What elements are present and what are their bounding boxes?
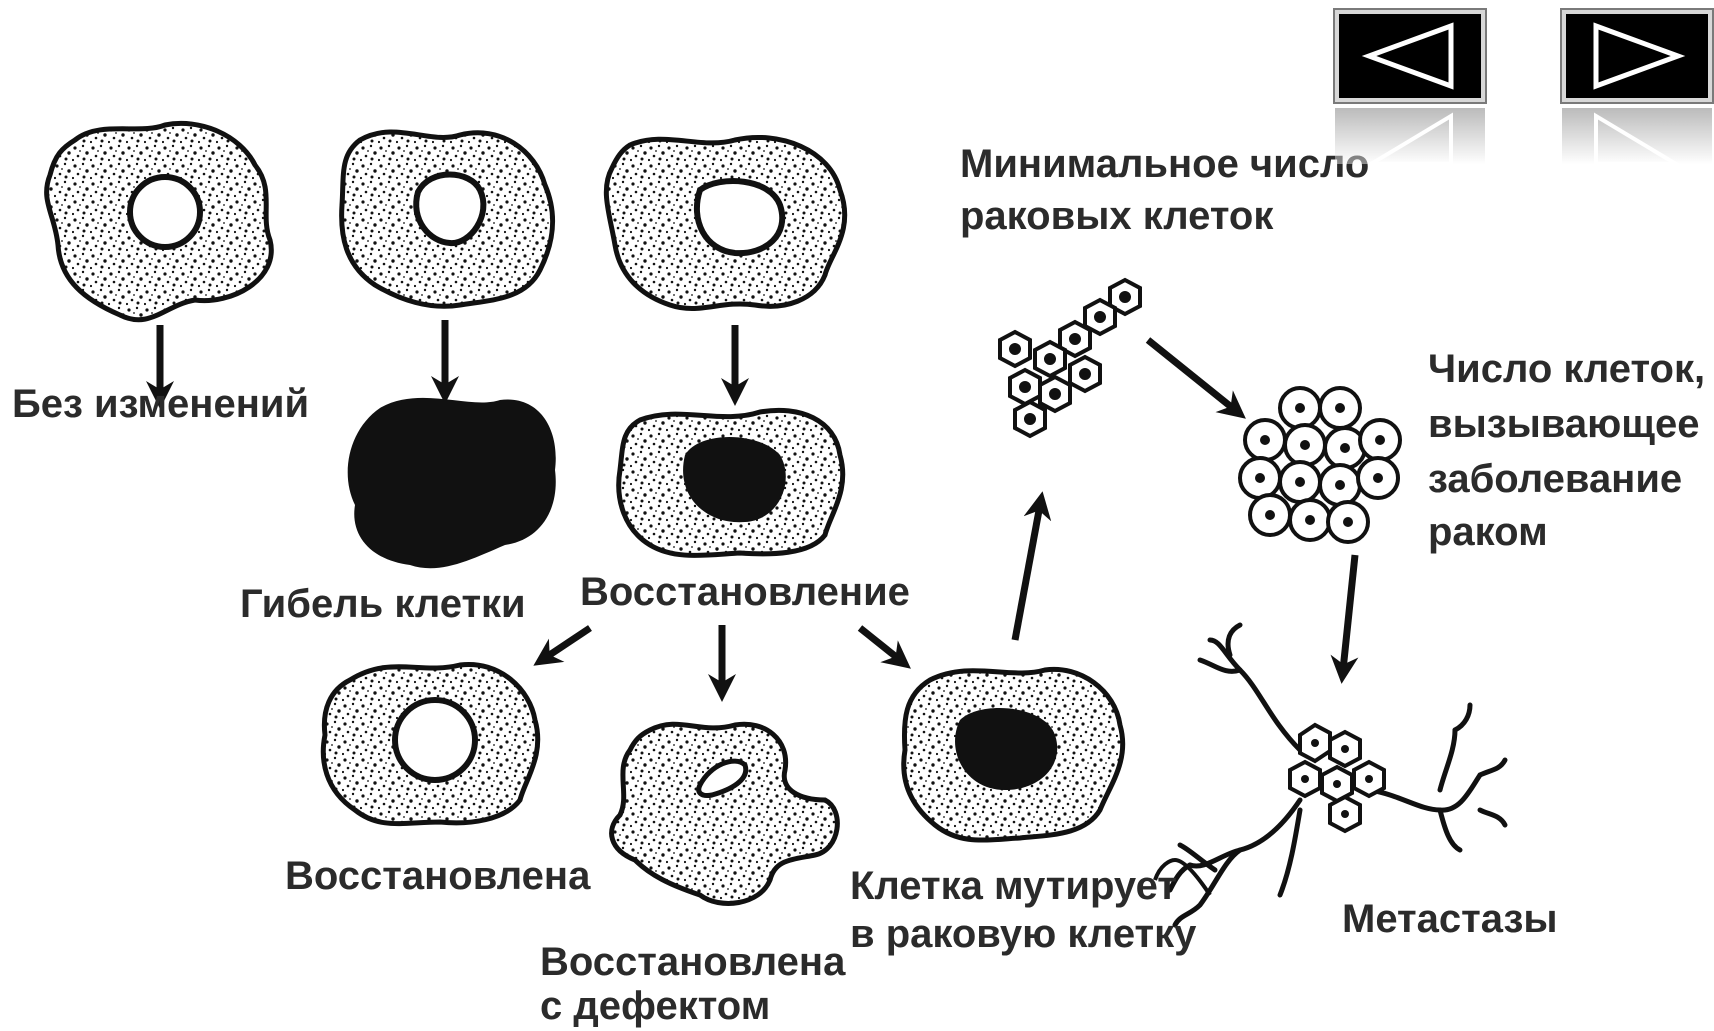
label-restored: Восстановлена [285,852,590,900]
label-cell-death: Гибель клетки [240,580,526,628]
label-mutates-1: Клетка мутирует [850,862,1177,910]
label-count-cancer-3: заболевание [1428,455,1682,503]
label-repair: Восстановление [580,568,910,616]
label-min-cancer-1: Минимальное число [960,140,1369,188]
label-restored-defect-1: Восстановлена [540,938,845,986]
arrow-repair-right [860,628,900,660]
restored-cell [323,664,537,823]
label-count-cancer-4: раком [1428,508,1548,556]
cell-top-2 [342,132,553,306]
defect-cell [612,724,838,903]
big-cancer-cluster [1240,388,1400,542]
metastases-cells [1290,725,1384,831]
cell-top-3 [606,137,844,308]
label-mutates-2: в раковую клетку [850,910,1196,958]
mutated-cell [904,669,1123,840]
repair-cell [619,410,843,555]
label-count-cancer-2: вызывающее [1428,400,1700,448]
arrow-to-big-cluster [1148,340,1235,410]
label-count-cancer-1: Число клеток, [1428,345,1705,393]
cell-top-1 [47,123,272,319]
next-button-reflection [1562,108,1712,164]
prev-button-reflection [1335,108,1485,164]
small-cancer-cluster [1000,280,1140,436]
label-no-change: Без изменений [12,380,309,428]
arrow-to-metastases [1343,555,1355,670]
label-min-cancer-2: раковых клеток [960,192,1273,240]
label-restored-defect-2: с дефектом [540,982,770,1030]
next-slide-button[interactable] [1562,10,1712,102]
dead-cell [348,398,556,568]
arrow-mutate-up [1015,505,1040,640]
label-metastases: Метастазы [1342,895,1558,943]
triangle-right-icon [1566,14,1708,98]
triangle-left-icon [1339,14,1481,98]
arrow-repair-left [545,628,590,658]
prev-slide-button[interactable] [1335,10,1485,102]
